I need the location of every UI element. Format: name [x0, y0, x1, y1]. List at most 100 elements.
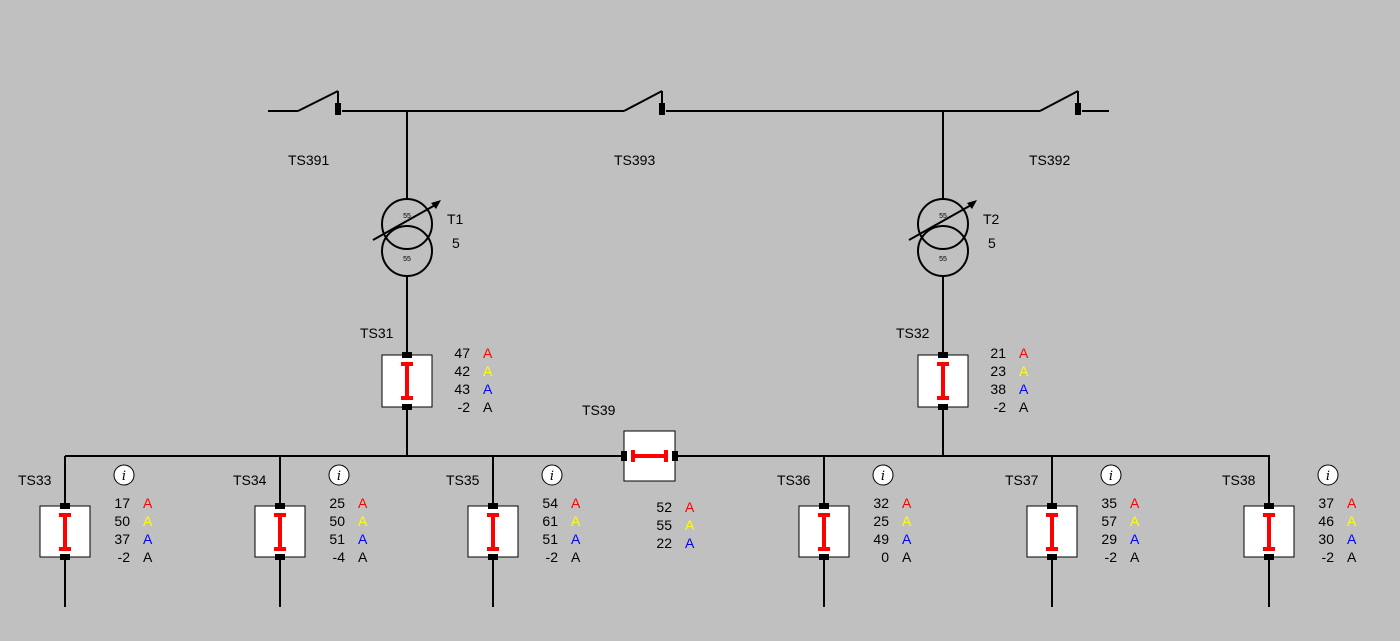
readout-value: 35 [1101, 495, 1117, 511]
info-icon-glyph: i [337, 469, 341, 484]
readout-unit: A [1019, 363, 1029, 379]
breaker-ts31[interactable] [381, 352, 433, 410]
breaker-contact-bottom [274, 547, 286, 551]
disconnector-ts393[interactable] [623, 90, 665, 115]
coupler-label-ts39: TS39 [582, 402, 616, 418]
disconnector-ts391[interactable] [297, 90, 341, 115]
breaker-ts36[interactable] [798, 503, 850, 560]
breaker-contact-top [818, 513, 830, 517]
info-icon-glyph: i [550, 469, 554, 484]
readout-unit: A [483, 345, 493, 361]
breaker-terminal-top [488, 503, 498, 509]
breaker-contact [1050, 513, 1054, 551]
readout-value: 0 [881, 549, 889, 565]
breaker-contact-bottom [1046, 547, 1058, 551]
readout-value: 51 [542, 531, 558, 547]
readout-value: 37 [114, 531, 130, 547]
breaker-contact-top [59, 513, 71, 517]
info-icon[interactable]: i [113, 464, 135, 486]
readout-unit: A [143, 495, 153, 511]
breaker-ts35[interactable] [467, 503, 519, 560]
readout-unit: A [143, 549, 153, 565]
t2-winding-upper: 55 [939, 213, 947, 220]
readout-value: 55 [656, 517, 672, 533]
info-icon[interactable]: i [872, 464, 894, 486]
breaker-ts37[interactable] [1026, 503, 1078, 560]
info-icon[interactable]: i [541, 464, 563, 486]
readout-value: -2 [118, 549, 131, 565]
readout-value: -2 [1105, 549, 1118, 565]
readout-unit: A [902, 513, 912, 529]
info-icon-circle [1100, 464, 1122, 486]
breaker-terminal-bottom [1264, 554, 1274, 560]
readout-value: -2 [458, 399, 471, 415]
readout-unit: A [1130, 495, 1140, 511]
info-icon-circle [872, 464, 894, 486]
readout-value: 32 [873, 495, 889, 511]
readout-unit: A [1347, 495, 1357, 511]
breaker-contact-top [1263, 513, 1275, 517]
readout-value: 42 [454, 363, 470, 379]
transformer-label-t2: T2 [983, 211, 1000, 227]
readout-unit: A [1347, 531, 1357, 547]
info-icon-circle [328, 464, 350, 486]
readout-unit: A [902, 495, 912, 511]
readout-unit: A [143, 531, 153, 547]
breaker-contact-top [487, 513, 499, 517]
breaker-terminal-top [819, 503, 829, 509]
disconnector-ts392[interactable] [1039, 90, 1081, 115]
transformer-t1[interactable]: 55 55 [372, 198, 441, 277]
transformer-tap-t1: 5 [452, 235, 460, 251]
readout-unit: A [483, 363, 493, 379]
info-icon[interactable]: i [1317, 464, 1339, 486]
readout-unit: A [483, 381, 493, 397]
breaker-ts33[interactable] [39, 503, 91, 560]
readout-value: 52 [656, 499, 672, 515]
switch-label-ts393: TS393 [614, 152, 655, 168]
readout-value: 61 [542, 513, 558, 529]
readout-value: 21 [990, 345, 1006, 361]
readout-value: 29 [1101, 531, 1117, 547]
info-icon[interactable]: i [328, 464, 350, 486]
breaker-ts38[interactable] [1243, 503, 1295, 560]
breaker-ts39[interactable] [621, 430, 678, 482]
readout-value: 47 [454, 345, 470, 361]
switch-label-ts392: TS392 [1029, 152, 1070, 168]
breaker-contact-top [274, 513, 286, 517]
readout-unit: A [483, 399, 493, 415]
readout-value: -2 [546, 549, 559, 565]
breaker-ts34[interactable] [254, 503, 306, 560]
feeder-label-ts34: TS34 [233, 472, 267, 488]
incomer-label-ts32: TS32 [896, 325, 930, 341]
readout-value: 38 [990, 381, 1006, 397]
readout-unit: A [1019, 399, 1029, 415]
readout-value: 50 [329, 513, 345, 529]
transformer-t2[interactable]: 55 55 [908, 198, 977, 277]
readout-unit: A [685, 535, 695, 551]
breaker-contact-bottom [818, 547, 830, 551]
breaker-terminal-bottom [1047, 554, 1057, 560]
info-icon-glyph: i [881, 469, 885, 484]
readout-value: -4 [333, 549, 346, 565]
info-icon[interactable]: i [1100, 464, 1122, 486]
t2-winding-lower: 55 [939, 256, 947, 263]
breaker-terminal-top [1047, 503, 1057, 509]
readout-value: 37 [1318, 495, 1334, 511]
readout-unit: A [1347, 513, 1357, 529]
readout-value: 46 [1318, 513, 1334, 529]
breaker-ts32[interactable] [917, 352, 969, 410]
info-icon-glyph: i [122, 469, 126, 484]
readout-unit: A [571, 513, 581, 529]
